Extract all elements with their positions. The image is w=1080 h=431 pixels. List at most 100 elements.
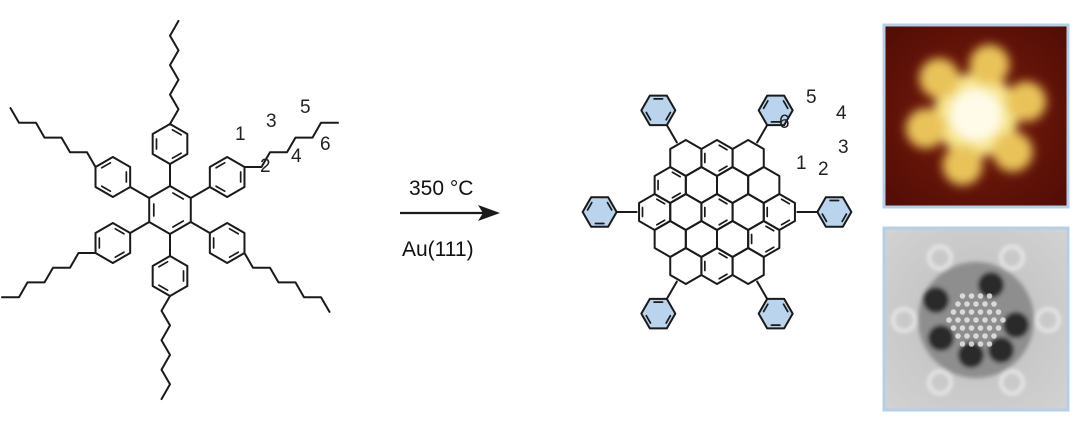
afm-dark-lobe: [958, 342, 984, 368]
double-bond: [821, 213, 828, 223]
double-bond: [671, 171, 682, 178]
afm-lattice-dot: [982, 301, 988, 307]
heptyl-chain: [243, 121, 339, 168]
afm-lattice-dot: [955, 317, 961, 323]
afm-lattice-dot: [991, 301, 997, 307]
highlighted-phenyl-ring: [757, 297, 794, 330]
afm-lattice-dot: [986, 325, 993, 331]
double-bond: [606, 201, 613, 211]
double-bond: [665, 314, 672, 324]
afm-image-frame: [882, 226, 1070, 412]
double-bond: [718, 252, 728, 259]
afm-lattice-dot: [986, 309, 993, 315]
afm-lattice-dot: [959, 293, 966, 299]
double-bond: [765, 225, 775, 232]
chain-numbering: 1 2 3 4 5 6: [235, 97, 331, 177]
phenyl-ring: [151, 123, 189, 165]
afm-lattice-dot: [959, 325, 966, 331]
chain-label-4: 4: [291, 146, 302, 167]
stm-lobe: [1006, 81, 1047, 122]
afm-lattice-dot: [973, 317, 979, 323]
afm-dark-lobe: [928, 325, 954, 351]
arrow-head-icon: [478, 205, 500, 221]
phenyl-label-5: 5: [806, 87, 817, 108]
double-bond: [665, 111, 672, 121]
double-bond: [228, 227, 240, 235]
afm-lattice-dot: [968, 325, 975, 331]
afm-phenyl-ring: [999, 245, 1025, 271]
afm-dark-lobe: [978, 272, 1004, 298]
double-bond: [215, 185, 226, 193]
heptyl-chain: [243, 252, 331, 313]
phenyl-ring: [94, 222, 132, 264]
heptyl-chain: [169, 19, 180, 125]
double-bond: [780, 198, 791, 205]
phenyl-bond: [665, 280, 678, 300]
heptyl-chain: [160, 295, 171, 401]
chain-label-1: 1: [235, 124, 246, 145]
double-bond: [100, 185, 112, 193]
chain-label-5: 5: [300, 97, 311, 118]
chain-label-6: 6: [320, 134, 331, 155]
double-bond: [841, 213, 848, 223]
stm-center: [950, 89, 1002, 141]
double-bond: [655, 198, 666, 205]
phenyl-bond: [756, 280, 769, 300]
afm-lattice-dot: [968, 309, 975, 315]
afm-lattice-dot: [955, 301, 961, 307]
double-bond: [762, 100, 769, 110]
double-bond: [228, 251, 240, 259]
double-bond: [645, 111, 652, 121]
product-nanographene: [581, 94, 853, 330]
double-bond: [718, 144, 728, 151]
double-bond: [172, 192, 185, 200]
afm-image: [882, 226, 1070, 412]
afm-lattice-dot: [964, 317, 970, 323]
aryl-bond: [129, 221, 151, 234]
aryl-bond: [189, 186, 211, 199]
phenyl-label-3: 3: [838, 137, 849, 158]
double-bond: [215, 161, 226, 169]
afm-lattice-dot: [973, 301, 979, 307]
phenyl-label-2: 2: [818, 159, 829, 180]
afm-lattice-dot: [950, 325, 957, 331]
stm-lobe: [969, 44, 1010, 85]
double-bond: [645, 314, 652, 324]
stm-lobe: [942, 145, 983, 186]
phenyl-numbering: 1 2 3 4 5 6: [779, 87, 849, 180]
phenyl-ring: [208, 222, 246, 264]
afm-lattice-dot: [977, 341, 984, 347]
double-bond: [718, 198, 728, 205]
double-bond: [100, 161, 112, 169]
graphene-ring: [762, 193, 796, 231]
afm-dark-lobe: [923, 287, 949, 313]
afm-lattice-dot: [968, 341, 975, 347]
double-bond: [718, 219, 728, 226]
afm-phenyl-ring: [891, 307, 917, 333]
phenyl-bond: [756, 124, 769, 144]
afm-lattice-dot: [955, 333, 961, 339]
highlighted-phenyl-ring: [816, 196, 853, 228]
afm-lattice-dot: [968, 293, 975, 299]
afm-lattice-dot: [959, 341, 966, 347]
stm-lobe: [992, 131, 1033, 172]
afm-lattice-dot: [982, 317, 988, 323]
double-bond: [671, 192, 682, 199]
afm-phenyl-ring: [999, 369, 1025, 395]
double-bond: [158, 260, 169, 268]
double-bond: [780, 219, 791, 226]
afm-lattice-dot: [986, 293, 993, 299]
afm-lattice-dot: [995, 325, 1002, 331]
heptyl-chain: [9, 107, 97, 168]
afm-lattice-dot: [991, 317, 997, 323]
afm-lattice-dot: [986, 341, 993, 347]
phenyl-ring: [151, 255, 189, 297]
afm-lattice-dot: [991, 333, 997, 339]
chain-label-3: 3: [266, 111, 277, 132]
phenyl-ring: [94, 156, 132, 198]
aryl-bond: [129, 186, 151, 199]
stm-lobe: [905, 108, 946, 149]
afm-lattice-dot: [946, 317, 952, 323]
double-bond: [762, 303, 769, 313]
afm-phenyl-ring: [927, 369, 953, 395]
